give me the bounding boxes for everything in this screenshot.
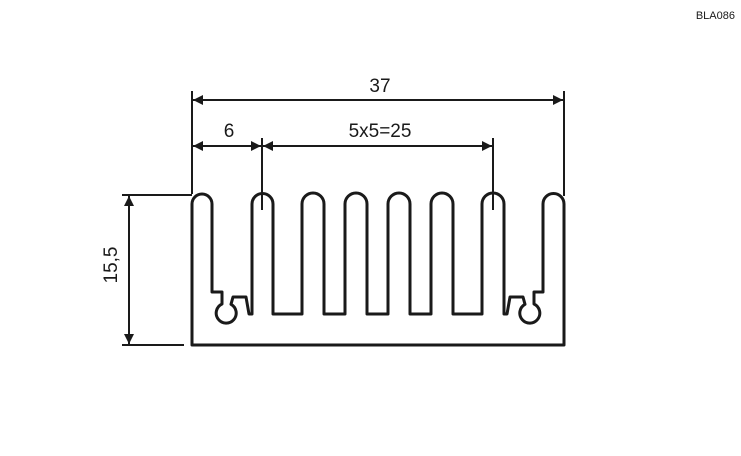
- dimension-pitch-label: 5x5=25: [349, 121, 412, 142]
- extension-lines: [122, 91, 565, 346]
- dimension-height-label: 15,5: [101, 247, 122, 284]
- dimension-offset-label: 6: [224, 121, 235, 142]
- heatsink-profile-outline: [190, 191, 566, 347]
- dimension-width-label: 37: [369, 76, 390, 97]
- drawing-code: BLA086: [696, 10, 735, 22]
